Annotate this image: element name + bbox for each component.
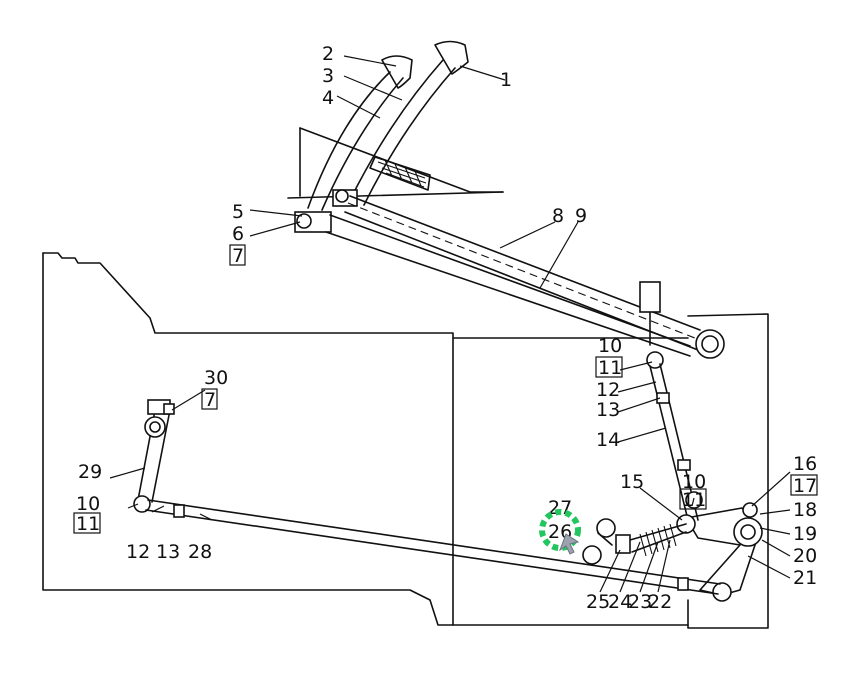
callout-29: 29 bbox=[78, 461, 102, 483]
callout-18: 18 bbox=[793, 499, 817, 521]
spring-assembly bbox=[582, 518, 687, 565]
callout-15: 15 bbox=[620, 471, 644, 493]
callout-23: 23 bbox=[628, 591, 652, 613]
callout-7a: 7 bbox=[232, 245, 244, 267]
callout-25: 25 bbox=[586, 591, 610, 613]
callout-box-7a bbox=[229, 244, 246, 266]
leader-lines bbox=[109, 55, 791, 593]
callout-9: 9 bbox=[575, 205, 587, 227]
callout-box-11a bbox=[595, 356, 623, 378]
callout-7b: 7 bbox=[204, 389, 216, 411]
callout-13b: 13 bbox=[156, 541, 180, 563]
callout-28: 28 bbox=[188, 541, 212, 563]
callout-box-17 bbox=[790, 474, 818, 496]
loading-cursor-icon bbox=[539, 509, 581, 555]
callout-3: 3 bbox=[322, 65, 334, 87]
callout-20: 20 bbox=[793, 545, 817, 567]
callout-box-11c bbox=[73, 512, 101, 534]
bell-crank bbox=[676, 502, 763, 602]
callout-8: 8 bbox=[552, 205, 564, 227]
vertical-link bbox=[646, 351, 703, 521]
callout-10a: 10 bbox=[598, 335, 622, 357]
floor-board bbox=[287, 127, 504, 199]
callout-11a: 11 bbox=[598, 357, 622, 379]
callout-5: 5 bbox=[232, 201, 244, 223]
transmission-housing bbox=[42, 252, 769, 629]
callout-12a: 12 bbox=[596, 379, 620, 401]
callout-6: 6 bbox=[232, 223, 244, 245]
callout-24: 24 bbox=[608, 591, 632, 613]
callout-30: 30 bbox=[204, 367, 228, 389]
callout-14: 14 bbox=[596, 429, 620, 451]
callout-4: 4 bbox=[322, 87, 334, 109]
callout-box-11b bbox=[679, 488, 707, 510]
callout-box-7b bbox=[201, 388, 218, 410]
callout-19: 19 bbox=[793, 523, 817, 545]
callout-22: 22 bbox=[648, 591, 672, 613]
callout-21: 21 bbox=[793, 567, 817, 589]
callout-11c: 11 bbox=[76, 513, 100, 535]
callout-12b: 12 bbox=[126, 541, 150, 563]
callout-10c: 10 bbox=[76, 493, 100, 515]
callout-11b: 11 bbox=[682, 489, 706, 511]
left-lever bbox=[133, 399, 175, 513]
callout-13a: 13 bbox=[596, 399, 620, 421]
callout-1: 1 bbox=[500, 69, 512, 91]
long-rods bbox=[325, 195, 725, 359]
callout-10b: 10 bbox=[682, 471, 706, 493]
callout-16: 16 bbox=[793, 453, 817, 475]
pedal-assembly bbox=[294, 40, 469, 233]
callout-17: 17 bbox=[793, 475, 817, 497]
callout-2: 2 bbox=[322, 43, 334, 65]
bottom-rod bbox=[145, 499, 721, 595]
